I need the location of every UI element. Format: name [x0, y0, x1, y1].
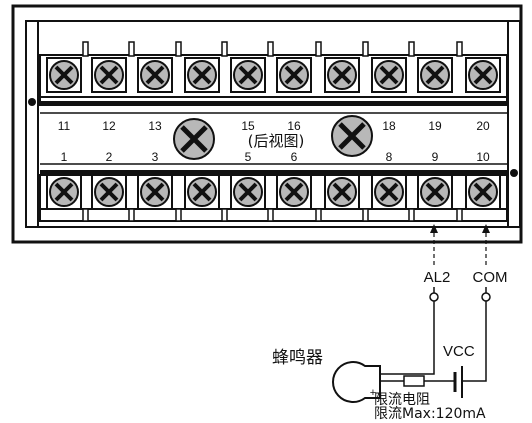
- terminal-number-label: 18: [382, 119, 396, 133]
- terminal-divider-bottom: [267, 208, 274, 222]
- center-screw-left: [173, 118, 215, 160]
- vcc-label: VCC: [443, 343, 475, 360]
- terminal-divider-top: [221, 41, 228, 57]
- terminal-number-label: 9: [432, 150, 439, 164]
- terminal-divider-top: [362, 41, 369, 57]
- com-terminal-node: [481, 292, 491, 302]
- bottom-terminal-screw: [230, 174, 266, 210]
- terminal-number-label: 12: [102, 119, 116, 133]
- top-terminal-screw: [371, 57, 407, 93]
- terminal-divider-bottom: [456, 208, 463, 222]
- bottom-terminal-screw: [465, 174, 501, 210]
- bottom-terminal-screw: [46, 174, 82, 210]
- terminal-number-label: 3: [152, 150, 159, 164]
- right-mount-hole: [510, 169, 518, 177]
- al2-label: AL2: [424, 269, 451, 286]
- terminal-number-label: 11: [58, 119, 71, 133]
- right-mount-plate: [507, 20, 521, 228]
- top-terminal-screw: [46, 57, 82, 93]
- top-terminal-screw: [465, 57, 501, 93]
- terminal-number-label: 13: [148, 119, 162, 133]
- terminal-number-label: 8: [386, 150, 393, 164]
- rear-view-label: (后视图): [248, 132, 305, 150]
- terminal-divider-top: [175, 41, 182, 57]
- bottom-terminal-screw: [184, 174, 220, 210]
- bottom-terminal-screw: [91, 174, 127, 210]
- top-terminal-screw: [184, 57, 220, 93]
- bottom-terminal-screw: [417, 174, 453, 210]
- terminal-divider-top: [456, 41, 463, 57]
- al2-terminal-node: [429, 292, 439, 302]
- top-terminal-screw: [137, 57, 173, 93]
- bottom-terminal-screw: [137, 174, 173, 210]
- top-screw-row: [46, 41, 501, 93]
- arrow-terminal-10: [482, 224, 490, 233]
- terminal-divider-bottom: [221, 208, 228, 222]
- top-terminal-screw: [91, 57, 127, 93]
- top-terminal-labels: 11 12 13 15 16 18 19 20: [58, 119, 490, 133]
- bottom-terminal-screw: [371, 174, 407, 210]
- terminal-number-label: 1: [61, 150, 68, 164]
- terminal-divider-top: [82, 41, 89, 57]
- current-limit-label: 限流Max:120mA: [374, 406, 486, 422]
- terminal-divider-top: [408, 41, 415, 57]
- terminal-divider-bottom: [175, 208, 182, 222]
- terminal-divider-bottom: [82, 208, 89, 222]
- com-label: COM: [473, 269, 508, 286]
- terminal-number-label: 20: [476, 119, 490, 133]
- top-terminal-screw: [324, 57, 360, 93]
- arrow-terminal-9: [430, 224, 438, 233]
- terminal-divider-bottom: [315, 208, 322, 222]
- resistor-label: 限流电阻: [374, 392, 430, 408]
- terminal-divider-bottom: [362, 208, 369, 222]
- terminal-number-label: 5: [245, 150, 252, 164]
- terminal-divider-top: [267, 41, 274, 57]
- terminal-divider-top: [128, 41, 135, 57]
- terminal-divider-top: [315, 41, 322, 57]
- terminal-number-label: 2: [106, 150, 113, 164]
- bottom-terminal-screw: [276, 174, 312, 210]
- left-mount-hole: [28, 98, 36, 106]
- terminal-divider-bottom: [128, 208, 135, 222]
- terminal-number-label: 19: [428, 119, 442, 133]
- bottom-terminal-labels: 1 2 3 5 6 8 9 10: [61, 150, 490, 164]
- terminal-number-label: 16: [287, 119, 301, 133]
- top-terminal-screw: [417, 57, 453, 93]
- buzzer-label: 蜂鸣器: [272, 348, 323, 368]
- terminal-number-label: 10: [476, 150, 490, 164]
- center-screw-right: [331, 115, 373, 157]
- resistor-symbol: [403, 375, 425, 387]
- bottom-terminal-screw: [324, 174, 360, 210]
- bottom-screw-row: [46, 174, 501, 222]
- left-mount-plate: [25, 20, 39, 228]
- top-terminal-screw: [276, 57, 312, 93]
- wiring: AL2 COM + 蜂鸣器 VCC 限流电阻 限流Max:120mA: [272, 224, 508, 422]
- terminal-number-label: 6: [291, 150, 298, 164]
- buzzer-plus-sign: +: [370, 387, 376, 399]
- terminal-number-label: 15: [241, 119, 255, 133]
- buzzer-symbol: [332, 361, 381, 403]
- top-terminal-screw: [230, 57, 266, 93]
- terminal-divider-bottom: [408, 208, 415, 222]
